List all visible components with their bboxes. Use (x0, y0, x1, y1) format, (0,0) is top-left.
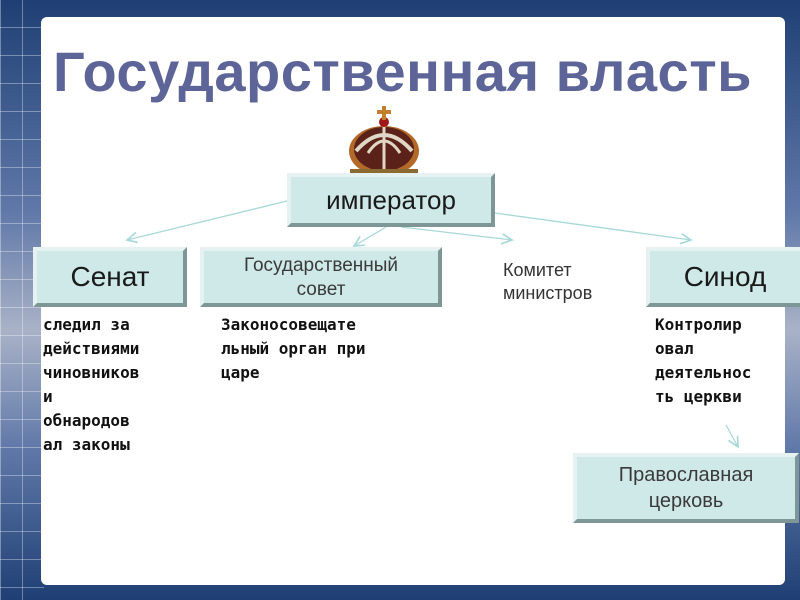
state-council-label: Государственный совет (226, 254, 416, 302)
slide: Государственная власть император Сенат Г… (41, 17, 785, 585)
state-council-box: Государственный совет (200, 247, 442, 307)
state-council-description: Законосовещате льный орган при царе (221, 313, 366, 385)
orthodox-church-label: Православная церковь (611, 462, 761, 514)
arrow-emperor-senate (127, 201, 287, 240)
arrow-synod-church (726, 425, 738, 447)
emperor-label: император (326, 185, 456, 216)
committee-label: Комитет министров (503, 259, 625, 305)
arrow-emperor-synod (495, 213, 691, 240)
senate-label: Сенат (70, 261, 149, 293)
synod-label: Синод (684, 261, 767, 293)
synod-box: Синод (646, 247, 800, 307)
senate-description: следил за действиями чиновников и обнаро… (43, 313, 139, 457)
senate-box: Сенат (33, 247, 187, 307)
synod-description: Контролир овал деятельнос ть церкви (655, 313, 751, 409)
orthodox-church-box: Православная церковь (573, 453, 799, 523)
arrow-emperor-council (354, 227, 386, 246)
arrow-emperor-committee (401, 227, 512, 240)
emperor-box: император (287, 173, 495, 227)
